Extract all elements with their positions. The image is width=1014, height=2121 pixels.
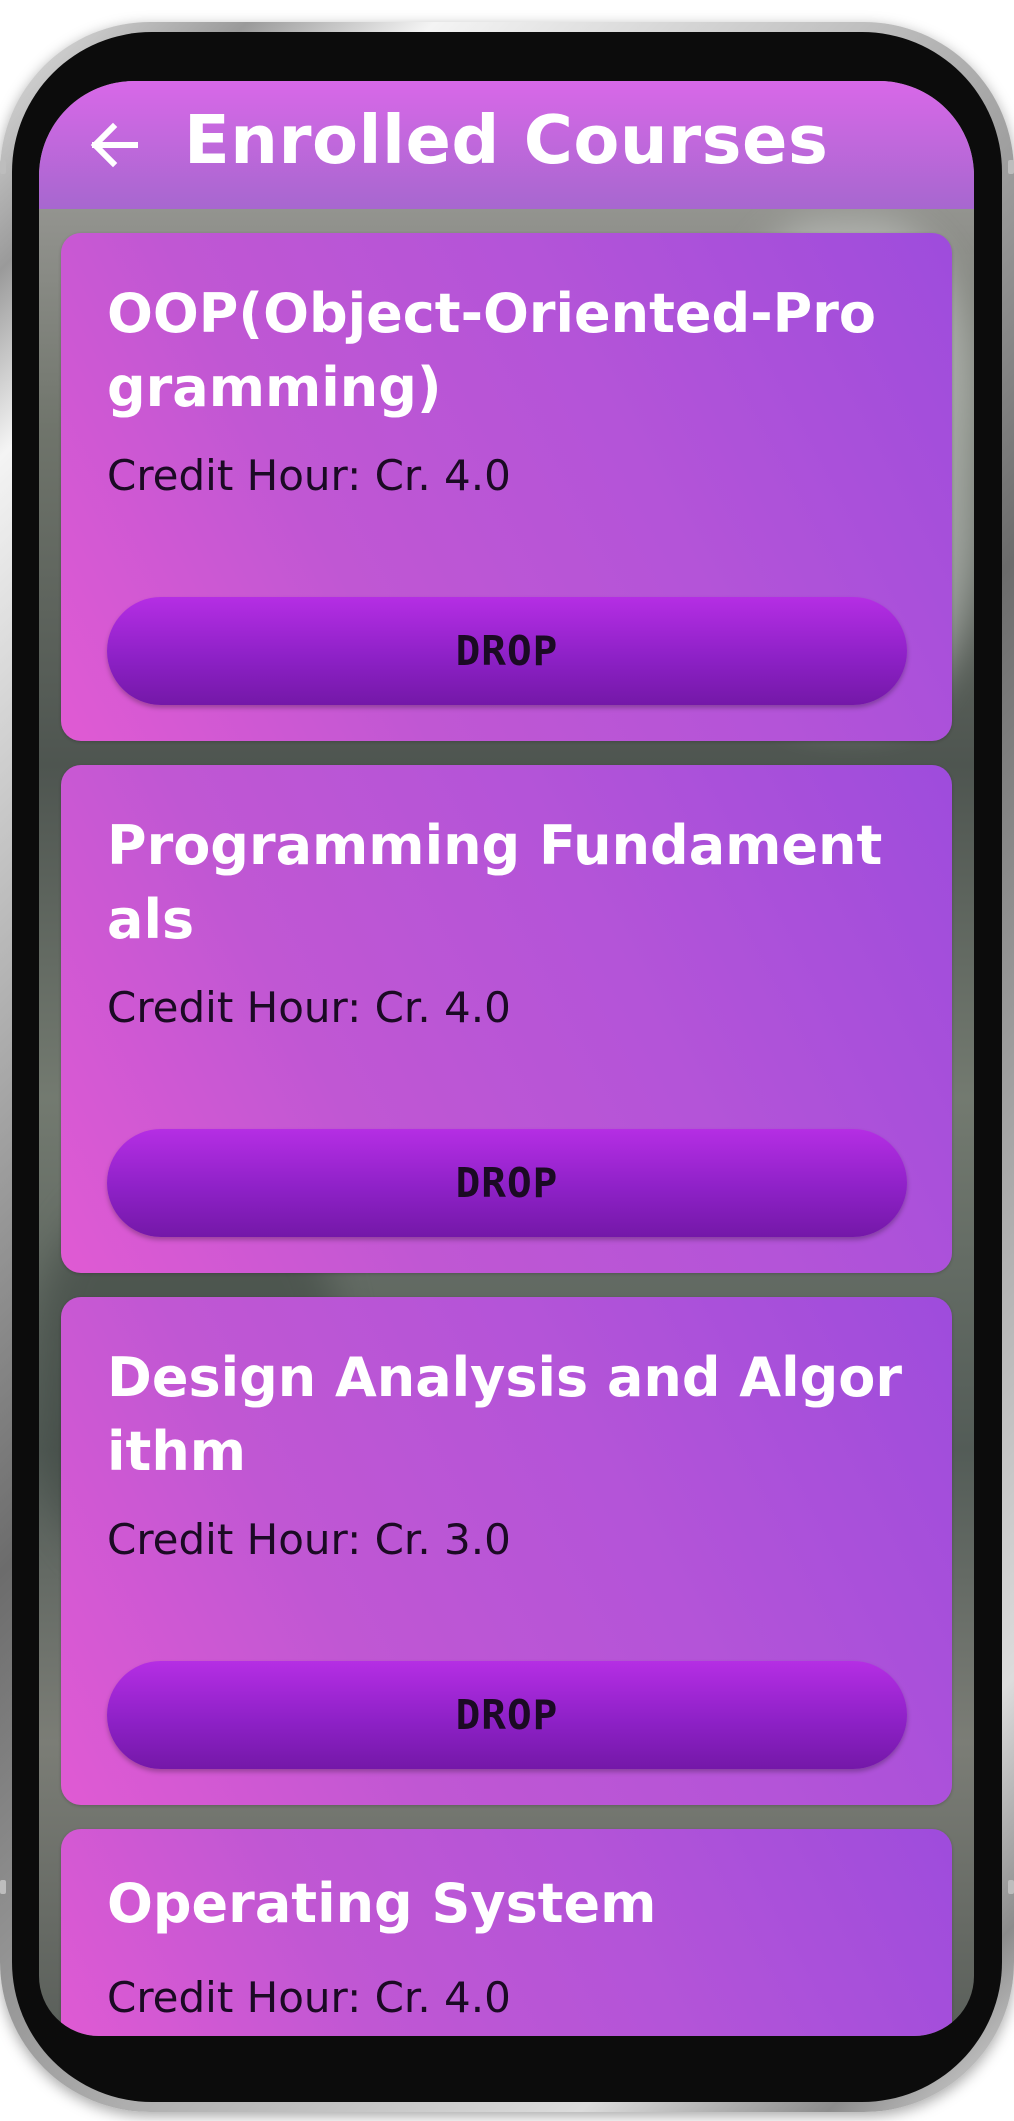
- credit-hour: Credit Hour: Cr. 3.0: [107, 1515, 511, 1564]
- course-card: Operating System Credit Hour: Cr. 4.0: [61, 1829, 952, 2036]
- side-button: [0, 1880, 6, 1894]
- drop-button[interactable]: DROP: [107, 1129, 907, 1237]
- credit-hour: Credit Hour: Cr. 4.0: [107, 983, 511, 1032]
- credit-hour: Credit Hour: Cr. 4.0: [107, 1973, 511, 2022]
- course-list: OOP(Object-Oriented-Programming) Credit …: [61, 233, 952, 2036]
- course-name: Programming Fundamentals: [107, 814, 883, 951]
- arrow-left-icon[interactable]: [87, 119, 139, 171]
- course-name: Operating System: [107, 1872, 657, 1935]
- side-button: [1008, 160, 1014, 174]
- app-bar: Enrolled Courses: [39, 81, 974, 209]
- page-title: Enrolled Courses: [184, 101, 829, 179]
- drop-button[interactable]: DROP: [107, 597, 907, 705]
- side-button: [0, 160, 6, 174]
- course-name: Design Analysis and Algorithm: [107, 1346, 902, 1483]
- course-name: OOP(Object-Oriented-Programming): [107, 282, 876, 419]
- credit-hour: Credit Hour: Cr. 4.0: [107, 451, 511, 500]
- course-card: OOP(Object-Oriented-Programming) Credit …: [61, 233, 952, 741]
- side-button: [1008, 1880, 1014, 1894]
- drop-button[interactable]: DROP: [107, 1661, 907, 1769]
- course-card: Programming Fundamentals Credit Hour: Cr…: [61, 765, 952, 1273]
- app-screen: Enrolled Courses OOP(Object-Oriented-Pro…: [39, 81, 974, 2036]
- course-card: Design Analysis and Algorithm Credit Hou…: [61, 1297, 952, 1805]
